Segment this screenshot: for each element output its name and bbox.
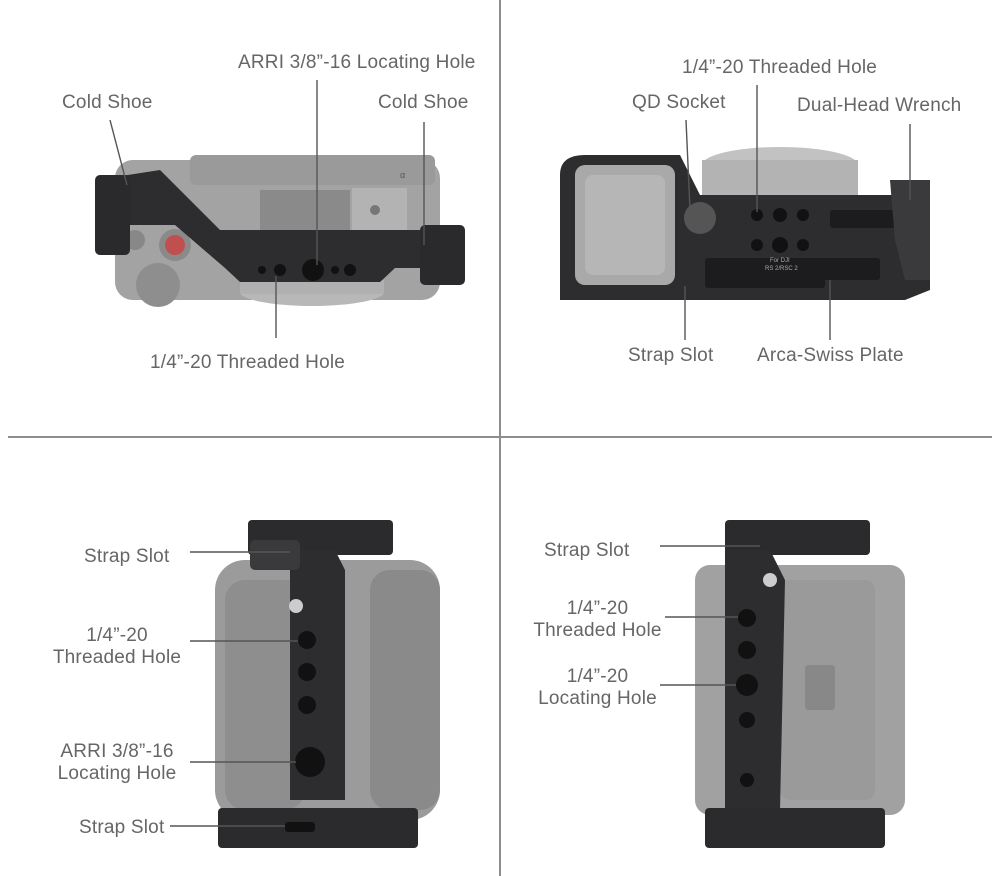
bottom-hole-4 — [751, 239, 763, 251]
label-cold-shoe-left: Cold Shoe — [62, 92, 153, 113]
side-hole-2 — [298, 663, 316, 681]
camera-grip-right — [370, 570, 440, 810]
qd-socket — [684, 202, 716, 234]
right-locating-hole — [736, 674, 758, 696]
top-view-illustration: α — [95, 80, 465, 338]
side-arri-hole — [295, 747, 325, 777]
side-hole-3 — [298, 696, 316, 714]
lens-mount-body — [702, 160, 858, 195]
camera-mode-dial — [136, 263, 180, 307]
label-threaded-hole-top: 1/4”-20 Threaded Hole — [150, 352, 346, 373]
right-side-illustration — [660, 520, 905, 848]
label-threaded-hole-right-line2: Threaded Hole — [533, 620, 662, 641]
camera-model-mark: α — [400, 170, 405, 180]
horizontal-divider — [8, 436, 992, 438]
strap-slot-bottom-view — [705, 258, 825, 288]
cage-top-bar — [95, 170, 430, 282]
label-threaded-hole-right-side: 1/4”-20 Threaded Hole — [530, 598, 665, 642]
right-hole-1 — [738, 609, 756, 627]
plate-label-line1: For DJI — [770, 258, 790, 264]
bottom-view-illustration: For DJI RS 2/RSC 2 — [560, 85, 930, 340]
side-cage-rail — [290, 550, 345, 800]
camera-top-plate — [190, 155, 435, 185]
label-strap-slot-bottom-side: Strap Slot — [79, 817, 165, 838]
bottom-hole-5 — [772, 237, 788, 253]
arca-swiss-groove — [830, 210, 900, 228]
label-strap-slot-bottom-view: Strap Slot — [628, 345, 714, 366]
plate-label-line2: RS 2/RSC 2 — [765, 266, 798, 272]
label-arri-side-line2: Locating Hole — [57, 763, 177, 784]
label-locating-hole-right-line2: Locating Hole — [538, 688, 657, 709]
label-locating-hole-right-side: 1/4”-20 Locating Hole — [530, 666, 665, 710]
label-arri-locating-hole: ARRI 3/8”-16 Locating Hole — [238, 52, 476, 73]
camera-vent-grille — [260, 190, 350, 235]
lens-mount-ring — [240, 280, 384, 294]
side-cage-bottom-block — [218, 808, 418, 848]
label-arca-swiss-plate: Arca-Swiss Plate — [757, 345, 904, 366]
label-threaded-hole-side-line1: 1/4”-20 — [86, 625, 148, 646]
arca-swiss-groove-2 — [810, 258, 880, 280]
label-strap-slot-top-side: Strap Slot — [84, 546, 170, 567]
camera-grip-texture — [225, 580, 305, 810]
bottom-hole-3 — [797, 209, 809, 221]
side-strap-slot-bottom — [285, 822, 315, 832]
bottom-hole-1 — [751, 209, 763, 221]
side-screw — [289, 599, 303, 613]
top-hole-3 — [258, 266, 266, 274]
bottom-hole-2 — [773, 208, 787, 222]
camera-hotshoe-pin — [370, 205, 380, 215]
label-threaded-hole-side: 1/4”-20 Threaded Hole — [52, 625, 182, 669]
side-hole-1 — [298, 631, 316, 649]
dual-head-wrench — [890, 180, 930, 280]
battery-door-inner — [585, 175, 665, 275]
bottom-hole-6 — [797, 239, 809, 251]
top-arri-hole — [302, 259, 324, 281]
side-strap-slot-top — [250, 540, 300, 570]
label-qd-socket: QD Socket — [632, 92, 726, 113]
left-side-illustration — [170, 520, 440, 848]
top-hole-2 — [344, 264, 356, 276]
right-cage-bottom-block — [705, 808, 885, 848]
label-threaded-hole-bottom: 1/4”-20 Threaded Hole — [682, 57, 878, 78]
right-hole-4 — [740, 773, 754, 787]
top-hole-4 — [331, 266, 339, 274]
callout-line-qd-socket — [685, 119, 691, 211]
camera-record-button — [165, 235, 185, 255]
right-cage-top-block — [725, 520, 870, 555]
label-locating-hole-right-line1: 1/4”-20 — [566, 666, 629, 687]
label-strap-slot-right-side: Strap Slot — [544, 540, 630, 561]
label-cold-shoe-right: Cold Shoe — [378, 92, 469, 113]
label-arri-side-line1: ARRI 3/8”-16 — [60, 741, 174, 762]
label-arri-side: ARRI 3/8”-16 Locating Hole — [52, 741, 182, 785]
right-hole-3 — [739, 712, 755, 728]
label-dual-head-wrench: Dual-Head Wrench — [797, 95, 962, 116]
top-hole-1 — [274, 264, 286, 276]
camera-port — [805, 665, 835, 710]
right-hole-2 — [738, 641, 756, 659]
cage-left-side — [95, 175, 130, 255]
right-screw — [763, 573, 777, 587]
vertical-divider — [499, 0, 501, 876]
cage-right-side — [420, 225, 465, 285]
label-threaded-hole-side-line2: Threaded Hole — [52, 647, 182, 668]
callout-line-cold-shoe-left — [109, 119, 128, 186]
label-threaded-hole-right-line1: 1/4”-20 — [566, 598, 629, 619]
